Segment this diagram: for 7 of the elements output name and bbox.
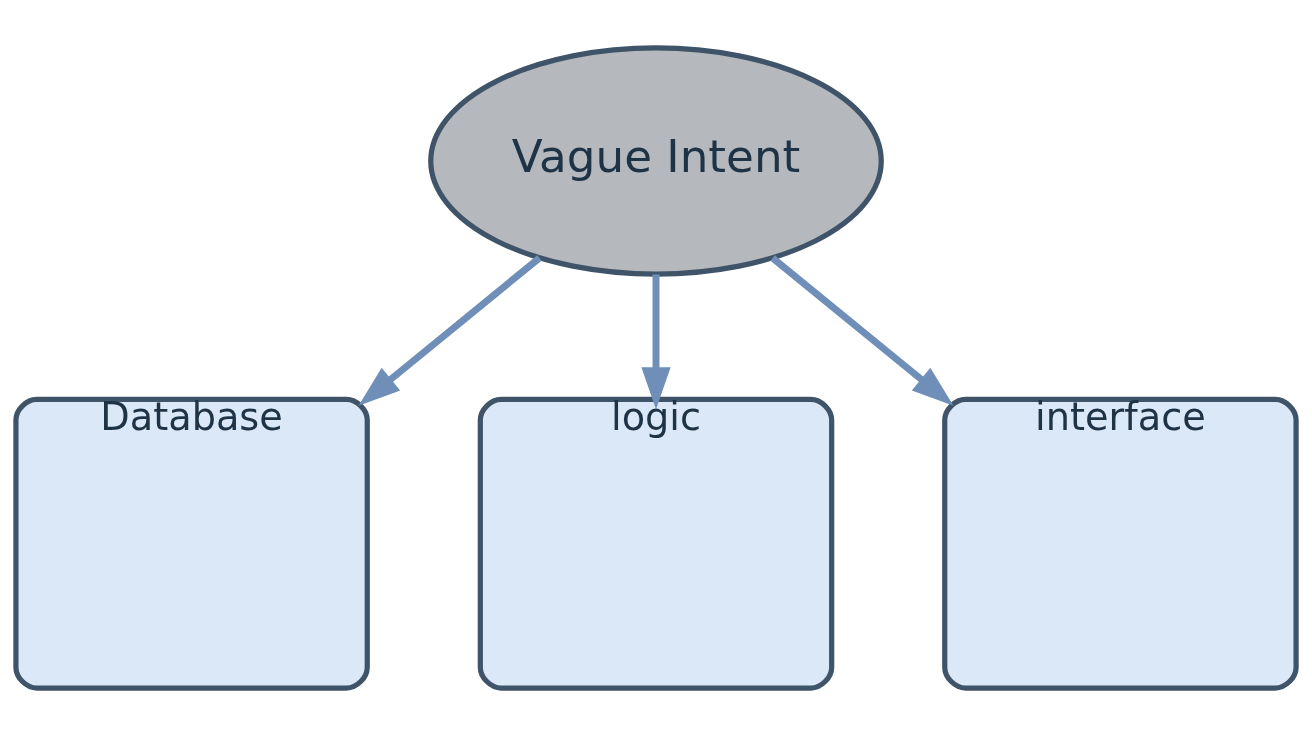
arrow — [641, 274, 671, 410]
node-box: interface — [942, 396, 1299, 691]
node-ellipse: Vague Intent — [428, 45, 884, 277]
arrow — [358, 255, 542, 406]
arrow — [770, 255, 954, 406]
node-box: logic — [477, 396, 835, 691]
node-box: Database — [13, 396, 370, 691]
